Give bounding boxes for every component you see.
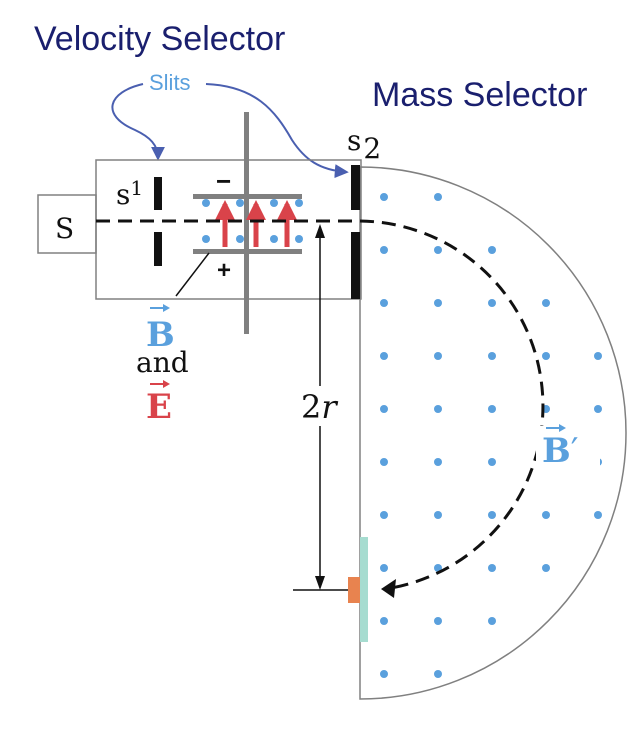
slit-s2-upper: [351, 165, 360, 210]
positive-plate-sign: +: [217, 257, 231, 284]
field-dot: [380, 193, 388, 201]
field-dot: [434, 246, 442, 254]
field-dot: [542, 564, 550, 572]
field-dot: [488, 246, 496, 254]
field-dot: [380, 246, 388, 254]
source-label: S: [55, 212, 74, 245]
velocity-selector-housing: [95, 159, 362, 300]
e-field-label: E: [146, 387, 172, 427]
slit-arrow-s1: [111, 83, 165, 161]
b-vector-arrowhead: [163, 304, 170, 312]
slit-s1-label: s1: [116, 176, 143, 211]
b-field-label: B: [146, 315, 175, 355]
field-dot: [594, 405, 602, 413]
b-prime-vector-arrowhead: [559, 424, 566, 432]
diameter-label-bg: [298, 386, 342, 426]
vs-field-dot: [202, 235, 210, 243]
field-dot: [434, 511, 442, 519]
field-dot: [488, 405, 496, 413]
vs-field-dot: [270, 235, 278, 243]
b-prime-label: B′: [542, 431, 578, 471]
field-dot: [380, 670, 388, 678]
field-dot: [488, 299, 496, 307]
capacitor-bottom-plate: [193, 249, 302, 254]
field-dot: [434, 352, 442, 360]
particle-beam-curved: [359, 219, 545, 591]
field-dot: [488, 511, 496, 519]
field-dot: [434, 564, 442, 572]
slit-s1-lower: [154, 232, 162, 266]
slit-s1-upper: [154, 177, 162, 210]
mass-selector-title: Mass Selector: [372, 76, 587, 114]
beam-arrowhead: [381, 579, 396, 598]
field-dot: [380, 511, 388, 519]
diameter-arrow-bottom: [315, 576, 325, 590]
field-dot: [380, 564, 388, 572]
field-dot: [488, 458, 496, 466]
field-dot: [434, 299, 442, 307]
vs-field-dot: [295, 199, 303, 207]
vertical-support-bar: [244, 112, 249, 334]
field-dot: [594, 511, 602, 519]
vs-field-dot: [270, 199, 278, 207]
and-label: and: [136, 346, 189, 379]
negative-plate-sign: −: [216, 166, 231, 196]
field-dot: [434, 617, 442, 625]
slit-s2-lower: [351, 232, 360, 299]
vs-field-dot: [295, 235, 303, 243]
slit-arrow-s2: [205, 83, 349, 179]
velocity-selector-field-dots: [202, 199, 303, 243]
field-dot: [488, 617, 496, 625]
impact-spot: [348, 577, 360, 603]
vs-field-dot: [236, 199, 244, 207]
mass-selector-chamber: [359, 166, 627, 700]
b-and-e-leader: [175, 252, 210, 297]
vs-field-dot: [202, 199, 210, 207]
field-dot: [488, 564, 496, 572]
field-dot: [380, 352, 388, 360]
field-dot: [434, 193, 442, 201]
b-prime-label-bg: [536, 426, 600, 468]
vs-field-dot: [236, 235, 244, 243]
velocity-selector-title: Velocity Selector: [34, 20, 285, 58]
field-dot: [434, 458, 442, 466]
e-vector-arrowhead: [163, 380, 170, 388]
slit-s2-label: s2: [347, 124, 381, 165]
capacitor-top-plate: [193, 194, 302, 199]
diameter-label: 2r: [301, 388, 338, 426]
diameter-arrow-top: [315, 224, 325, 238]
field-dot: [542, 352, 550, 360]
field-dot: [488, 352, 496, 360]
field-dot: [434, 670, 442, 678]
field-dot: [542, 299, 550, 307]
detector-strip: [360, 537, 368, 642]
field-dot: [594, 352, 602, 360]
field-dot: [380, 617, 388, 625]
slits-label: Slits: [149, 70, 191, 95]
magnetic-field-dots: [380, 193, 602, 678]
field-dot: [380, 458, 388, 466]
field-dot: [434, 405, 442, 413]
field-dot: [380, 299, 388, 307]
field-dot: [380, 405, 388, 413]
field-dot: [542, 511, 550, 519]
